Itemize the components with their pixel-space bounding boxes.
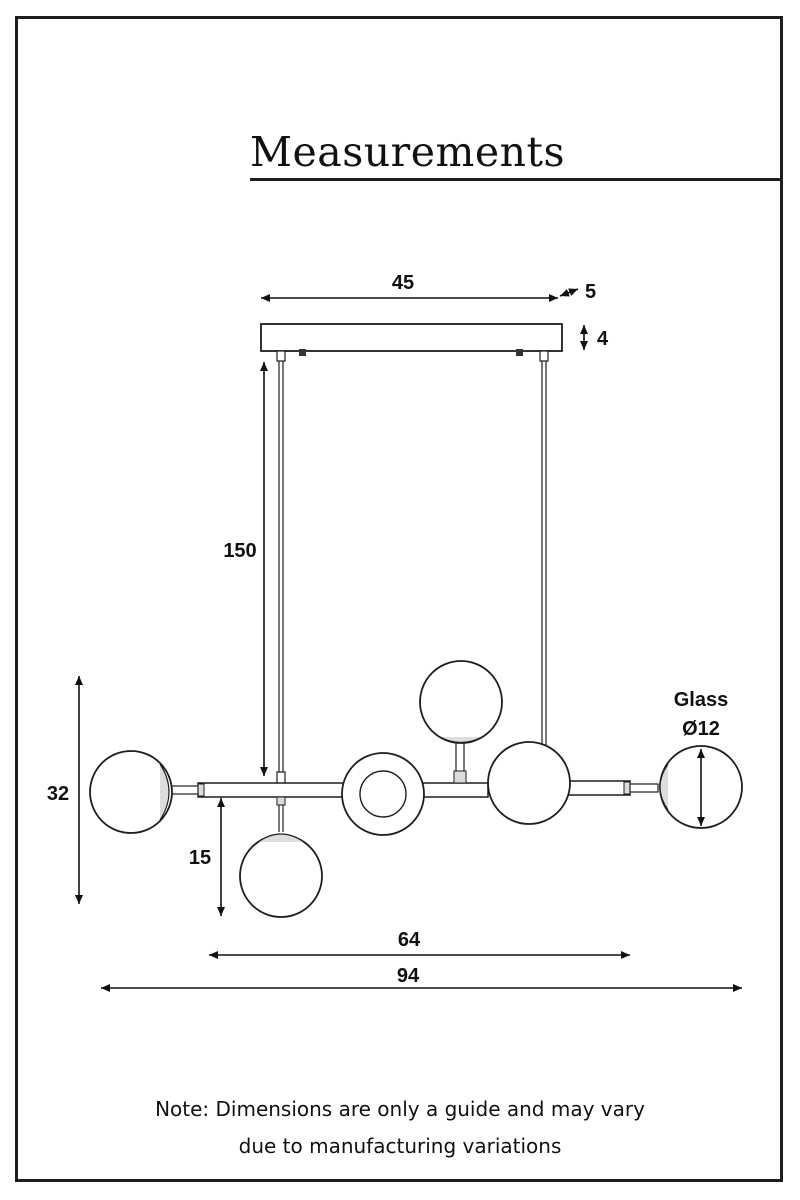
disclaimer-note-line-2: due to manufacturing variations: [238, 1134, 562, 1158]
cable-drop-label: 150: [223, 540, 256, 562]
suspension-cables: [276, 361, 547, 785]
canopy-height-label: 4: [597, 328, 609, 350]
bar-length-label: 64: [398, 929, 421, 951]
canopy-depth-label: 5: [585, 281, 596, 303]
glass-globe-front: [341, 752, 425, 836]
canopy-depth-line: [559, 288, 579, 297]
canopy-length-label: 45: [392, 272, 414, 294]
ceiling-canopy: [260, 323, 563, 362]
glass-globe-left: [89, 750, 173, 834]
title-underline: [250, 178, 783, 181]
pendant-drop-label: 15: [189, 847, 211, 869]
fixture-height-label: 32: [47, 783, 69, 805]
glass-globe-top: [419, 660, 503, 744]
glass-diameter-label: Ø12: [682, 718, 720, 740]
glass-label: Glass: [674, 689, 728, 711]
total-width-label: 94: [397, 965, 420, 987]
disclaimer-note-line-1: Note: Dimensions are only a guide and ma…: [155, 1097, 645, 1121]
glass-globe-bottom: [239, 833, 323, 918]
page-title: Measurements: [250, 128, 566, 176]
pendant-stems: [276, 741, 467, 832]
dimension-lines: [75, 288, 742, 992]
glass-globe-center: [487, 741, 571, 825]
